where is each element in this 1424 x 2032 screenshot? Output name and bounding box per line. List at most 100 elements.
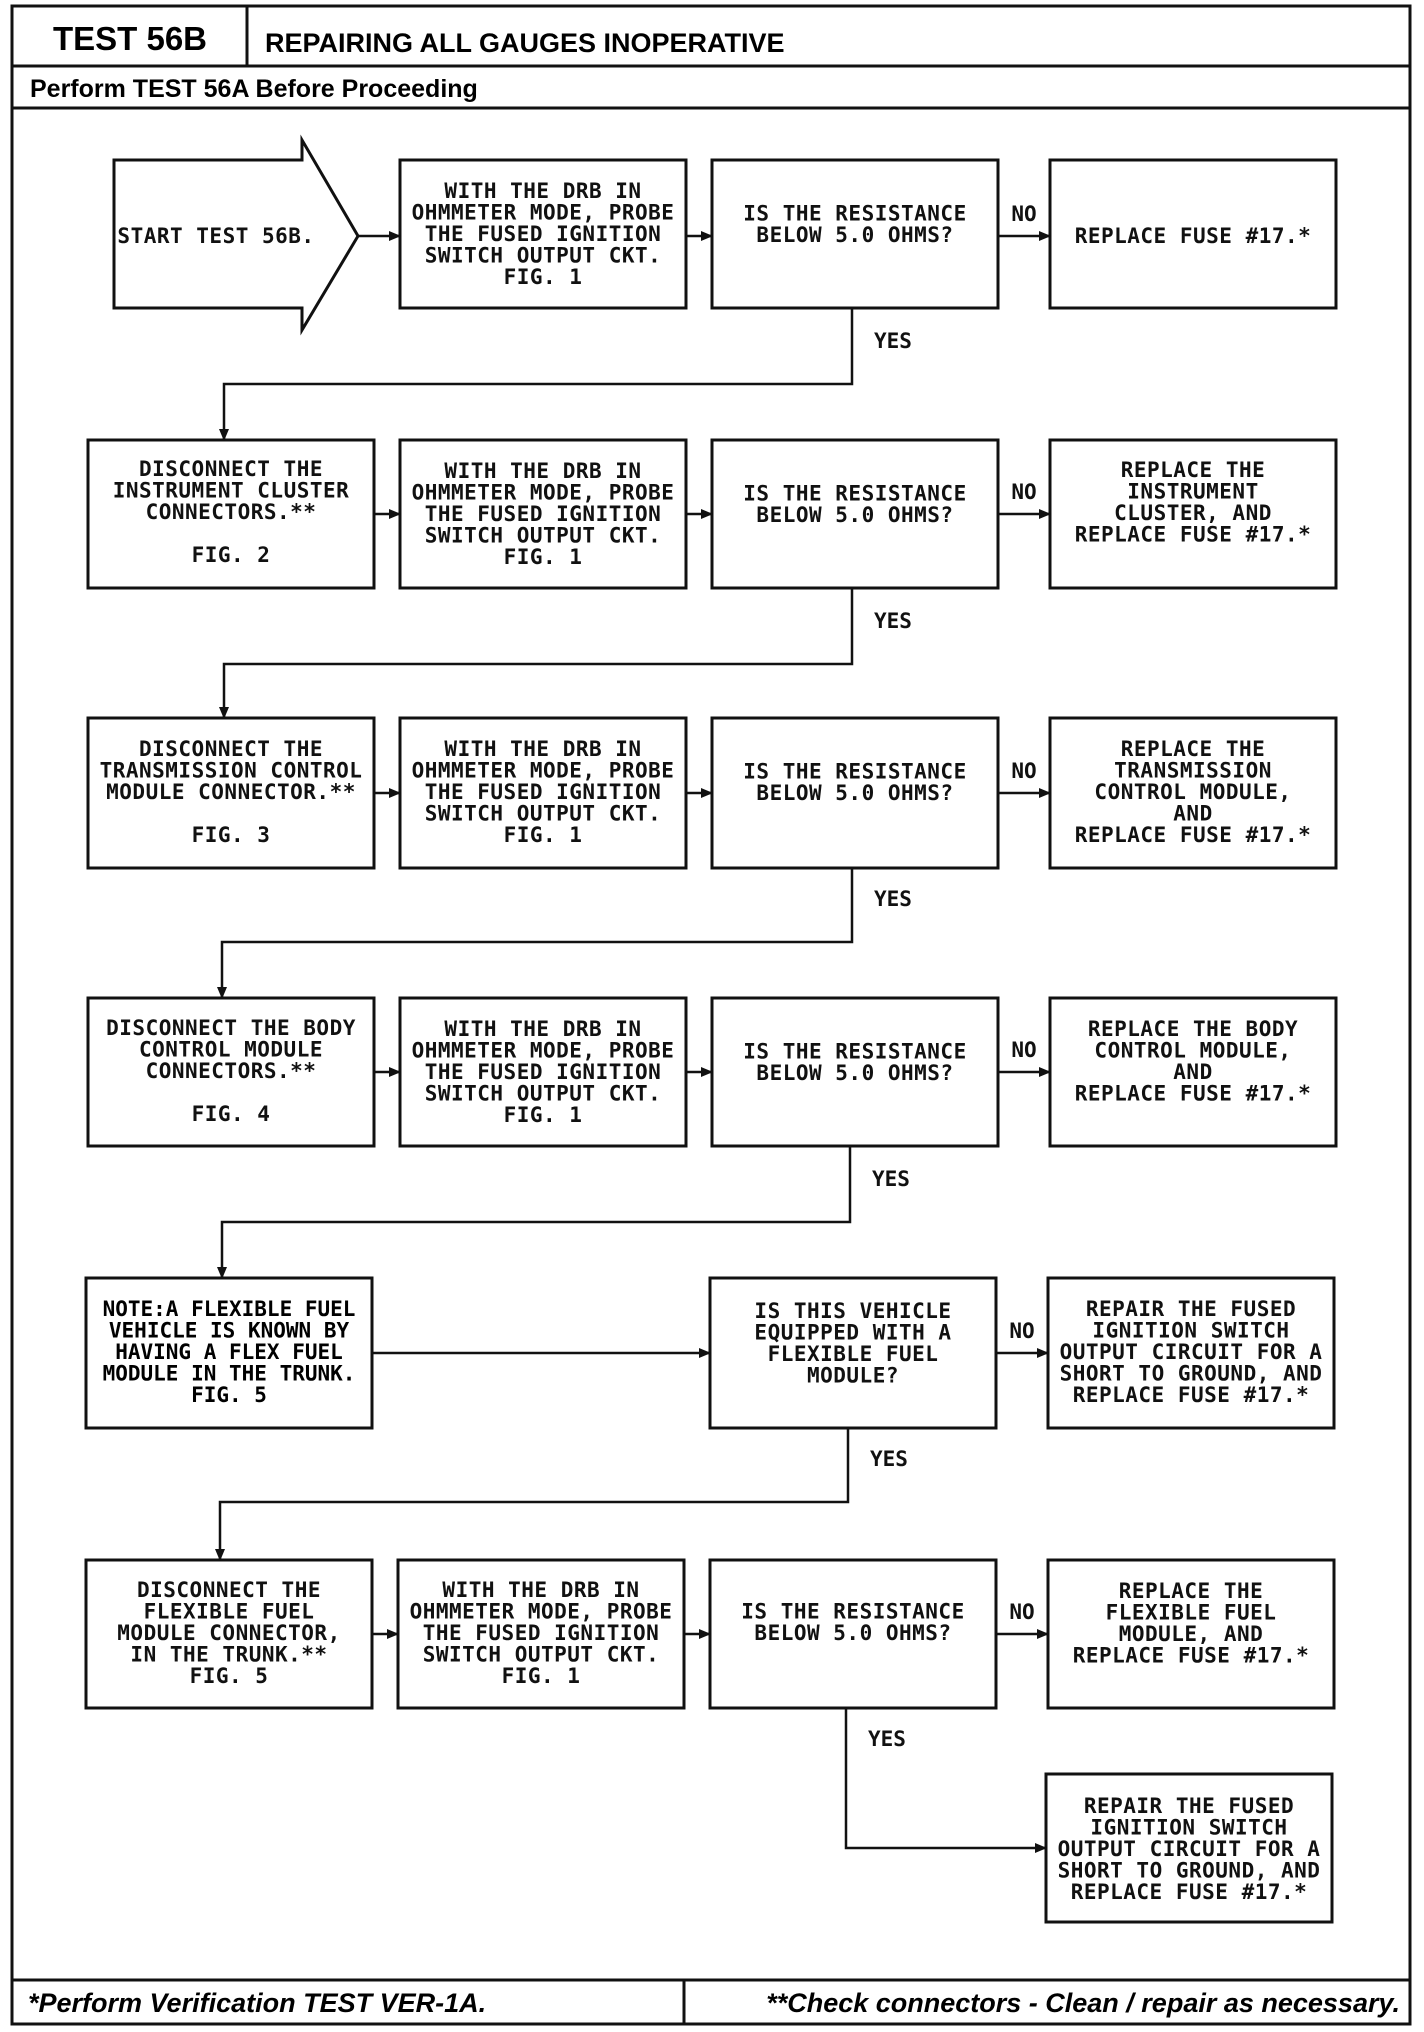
footer-connector-note: **Check connectors - Clean / repair as n… (766, 1988, 1400, 2018)
row4-question-box (710, 996, 1000, 1148)
row3-probe-text-line: OHMMETER MODE, PROBE (412, 759, 675, 783)
final-result-text-line: REPLACE FUSE #17.* (1071, 1880, 1308, 1904)
connector-row5-yes (215, 1428, 850, 1561)
row4-question-text-line: IS THE RESISTANCE (743, 1039, 966, 1063)
row6-action-text-line: FIG. 5 (190, 1664, 269, 1688)
row5-result-text-line: IGNITION SWITCH (1092, 1319, 1289, 1343)
row6-probe-text-line: FIG. 1 (502, 1664, 581, 1688)
row3-action-box (86, 716, 376, 870)
row2-question-text-line: IS THE RESISTANCE (743, 481, 966, 505)
row5-no-label: NO (1009, 1319, 1034, 1343)
test-id: TEST 56B (53, 20, 207, 57)
row2-result-text-line: REPLACE FUSE #17.* (1075, 522, 1312, 546)
row5-question-text-line: MODULE? (807, 1363, 899, 1387)
row5-note-text-line: FIG. 5 (191, 1383, 267, 1407)
row4-probe-text-line: FIG. 1 (504, 1103, 583, 1127)
connector-row3-yes (217, 868, 854, 999)
row2-result-box (1048, 438, 1338, 590)
row6-probe-text-line: THE FUSED IGNITION (423, 1621, 660, 1645)
row4-no-label: NO (1011, 1038, 1036, 1062)
row4-probe-text-line: THE FUSED IGNITION (425, 1060, 662, 1084)
row6-question-text-line: IS THE RESISTANCE (741, 1599, 964, 1623)
row2-probe-text-line: SWITCH OUTPUT CKT. (425, 524, 662, 548)
start-text-line: START TEST 56B. (117, 224, 314, 248)
row4-result-text-line: REPLACE FUSE #17.* (1075, 1081, 1312, 1105)
row4-action-text-line: CONNECTORS.** (146, 1059, 317, 1083)
final-result-text-line: IGNITION SWITCH (1090, 1816, 1287, 1840)
row3-result-box (1048, 716, 1338, 870)
row3-result-text-line: REPLACE FUSE #17.* (1075, 823, 1312, 847)
row6-result-text-line: MODULE, AND (1119, 1622, 1264, 1646)
row2-probe-text-line: FIG. 1 (504, 545, 583, 569)
final-result-text-line: SHORT TO GROUND, AND (1058, 1859, 1321, 1883)
row1-result-text-line: REPLACE FUSE #17.* (1075, 224, 1312, 248)
row2-action-text-line: DISCONNECT THE (139, 457, 323, 481)
start-text: START TEST 56B. (117, 224, 314, 248)
row6-action-text-line: IN THE TRUNK.** (130, 1643, 327, 1667)
row6-question-box (708, 1558, 998, 1710)
final-result-text-line: OUTPUT CIRCUIT FOR A (1058, 1837, 1321, 1861)
row3-probe-text-line: FIG. 1 (504, 823, 583, 847)
row6-probe-text-line: SWITCH OUTPUT CKT. (423, 1643, 660, 1667)
row4-probe-text-line: WITH THE DRB IN (444, 1017, 641, 1041)
row1-probe-box (398, 158, 688, 310)
row4-action-text-line: FIG. 4 (192, 1102, 271, 1126)
row2-result-text-line: INSTRUMENT (1127, 479, 1258, 503)
row5-note-text-line: VEHICLE IS KNOWN BY (109, 1319, 350, 1343)
row6-action-box (84, 1558, 374, 1710)
row2-probe-box (398, 438, 688, 590)
row6-action-text-line: DISCONNECT THE (137, 1578, 321, 1602)
row2-no-label: NO (1011, 480, 1036, 504)
connector-row4-yes (217, 1146, 852, 1279)
row5-note-box (84, 1276, 374, 1430)
row5-result-text-line: SHORT TO GROUND, AND (1060, 1362, 1323, 1386)
row2-probe-text-line: OHMMETER MODE, PROBE (412, 481, 675, 505)
row4-action-text-line: DISCONNECT THE BODY (106, 1016, 356, 1040)
row6-action-text-line: FLEXIBLE FUEL (144, 1600, 315, 1624)
row5-result-text-line: REPAIR THE FUSED (1086, 1297, 1296, 1321)
row3-question-text-line: IS THE RESISTANCE (743, 759, 966, 783)
row4-result-box (1048, 996, 1338, 1148)
row4-result-text-line: CONTROL MODULE, (1094, 1038, 1291, 1062)
row5-result-text-line: OUTPUT CIRCUIT FOR A (1060, 1340, 1323, 1364)
row5-note-text-line: HAVING A FLEX FUEL (115, 1340, 343, 1364)
row3-result-text-line: TRANSMISSION (1114, 759, 1272, 783)
row1-question-text-line: BELOW 5.0 OHMS? (756, 223, 953, 247)
row6-no-label: NO (1009, 1600, 1034, 1624)
row1-yes-label: YES (874, 329, 912, 353)
row3-no-label: NO (1011, 759, 1036, 783)
row6-result-text-line: REPLACE FUSE #17.* (1073, 1643, 1310, 1667)
row2-action-text-line: CONNECTORS.** (146, 500, 317, 524)
row4-question-text-line: BELOW 5.0 OHMS? (756, 1061, 953, 1085)
row5-question-text-line: IS THIS VEHICLE (754, 1299, 951, 1323)
row3-question-box (710, 716, 1000, 870)
row2-probe-text-line: WITH THE DRB IN (444, 459, 641, 483)
row2-question-box (710, 438, 1000, 590)
row2-question-text-line: BELOW 5.0 OHMS? (756, 503, 953, 527)
prerequisite-note: Perform TEST 56A Before Proceeding (30, 75, 478, 103)
row2-result-text-line: REPLACE THE (1121, 458, 1266, 482)
row1-result-text: REPLACE FUSE #17.* (1075, 224, 1312, 248)
row3-probe-text-line: WITH THE DRB IN (444, 737, 641, 761)
row3-result-text-line: REPLACE THE (1121, 737, 1266, 761)
row1-question-text-line: IS THE RESISTANCE (743, 201, 966, 225)
row6-probe-text-line: OHMMETER MODE, PROBE (410, 1600, 673, 1624)
row3-action-text-line: DISCONNECT THE (139, 737, 323, 761)
connector-row2-yes (219, 588, 854, 719)
row6-result-text-line: FLEXIBLE FUEL (1106, 1600, 1277, 1624)
row5-note-text-line: NOTE:A FLEXIBLE FUEL (103, 1297, 356, 1321)
row4-yes-label: YES (872, 1167, 910, 1191)
row6-probe-text-line: WITH THE DRB IN (442, 1578, 639, 1602)
row1-result-box (1048, 158, 1338, 310)
row5-note-text-line: MODULE IN THE TRUNK. (103, 1362, 356, 1386)
